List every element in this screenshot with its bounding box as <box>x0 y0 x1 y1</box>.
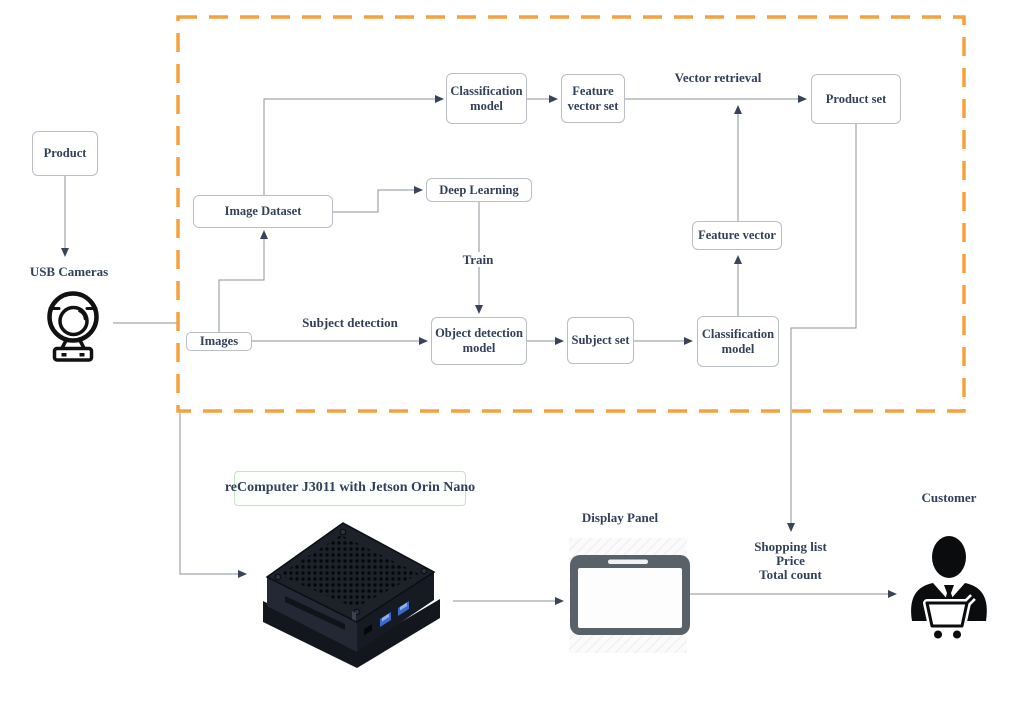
label-train: Train <box>438 252 518 267</box>
node-classification-model-top-label: Classification model <box>450 83 523 113</box>
node-images-label: Images <box>199 334 239 349</box>
label-usb-cameras: USB Cameras <box>19 264 119 279</box>
node-feature-vector-set: Feature vector set <box>561 74 625 123</box>
node-image-dataset: Image Dataset <box>193 195 333 228</box>
webcam-icon <box>47 291 99 362</box>
node-feature-vector-set-label: Feature vector set <box>567 83 619 113</box>
label-price: Price <box>773 554 808 568</box>
arrow-pipeline-to-recomputer <box>179 411 247 578</box>
label-total-count: Total count <box>756 568 825 582</box>
node-deep-learning: Deep Learning <box>426 178 532 202</box>
recomputer-device-illustration <box>263 522 440 668</box>
tablet-icon <box>569 538 690 653</box>
arrow-images-to-image-dataset <box>218 230 268 333</box>
label-subject-detection: Subject detection <box>290 315 410 330</box>
node-object-detection-model: Object detection model <box>431 317 527 365</box>
arrow-image-dataset-to-classification-model <box>263 95 444 195</box>
node-deep-learning-label: Deep Learning <box>439 182 519 197</box>
label-shopping-list: Shopping list <box>751 540 830 554</box>
node-images: Images <box>186 332 252 351</box>
node-product-set: Product set <box>811 74 901 124</box>
label-display-panel: Display Panel <box>570 510 670 525</box>
node-classification-model-bottom: Classification model <box>697 316 779 367</box>
label-customer: Customer <box>899 490 999 505</box>
connectors <box>61 95 897 605</box>
node-image-dataset-label: Image Dataset <box>224 204 302 219</box>
person-with-shopping-cart-icon <box>911 536 987 639</box>
label-vector-retrieval: Vector retrieval <box>658 70 778 85</box>
node-classification-model-bottom-label: Classification model <box>701 326 775 356</box>
node-subject-set: Subject set <box>567 317 634 364</box>
node-recomputer-caption: reComputer J3011 with Jetson Orin Nano <box>225 471 475 506</box>
node-recomputer-caption-label: reComputer J3011 with Jetson Orin Nano <box>224 480 476 496</box>
node-object-detection-model-label: Object detection model <box>435 326 523 355</box>
label-shopping-output: Shopping list Price Total count <box>730 540 851 582</box>
arrow-product-set-to-shopping-list <box>787 124 857 532</box>
node-product-set-label: Product set <box>825 91 887 106</box>
node-feature-vector-label: Feature vector <box>698 228 776 243</box>
node-subject-set-label: Subject set <box>571 333 630 348</box>
node-classification-model-top: Classification model <box>446 73 527 124</box>
node-feature-vector: Feature vector <box>692 221 782 250</box>
node-product-label: Product <box>43 146 87 161</box>
arrow-image-dataset-to-deep-learning <box>333 186 423 213</box>
node-product: Product <box>32 131 98 176</box>
